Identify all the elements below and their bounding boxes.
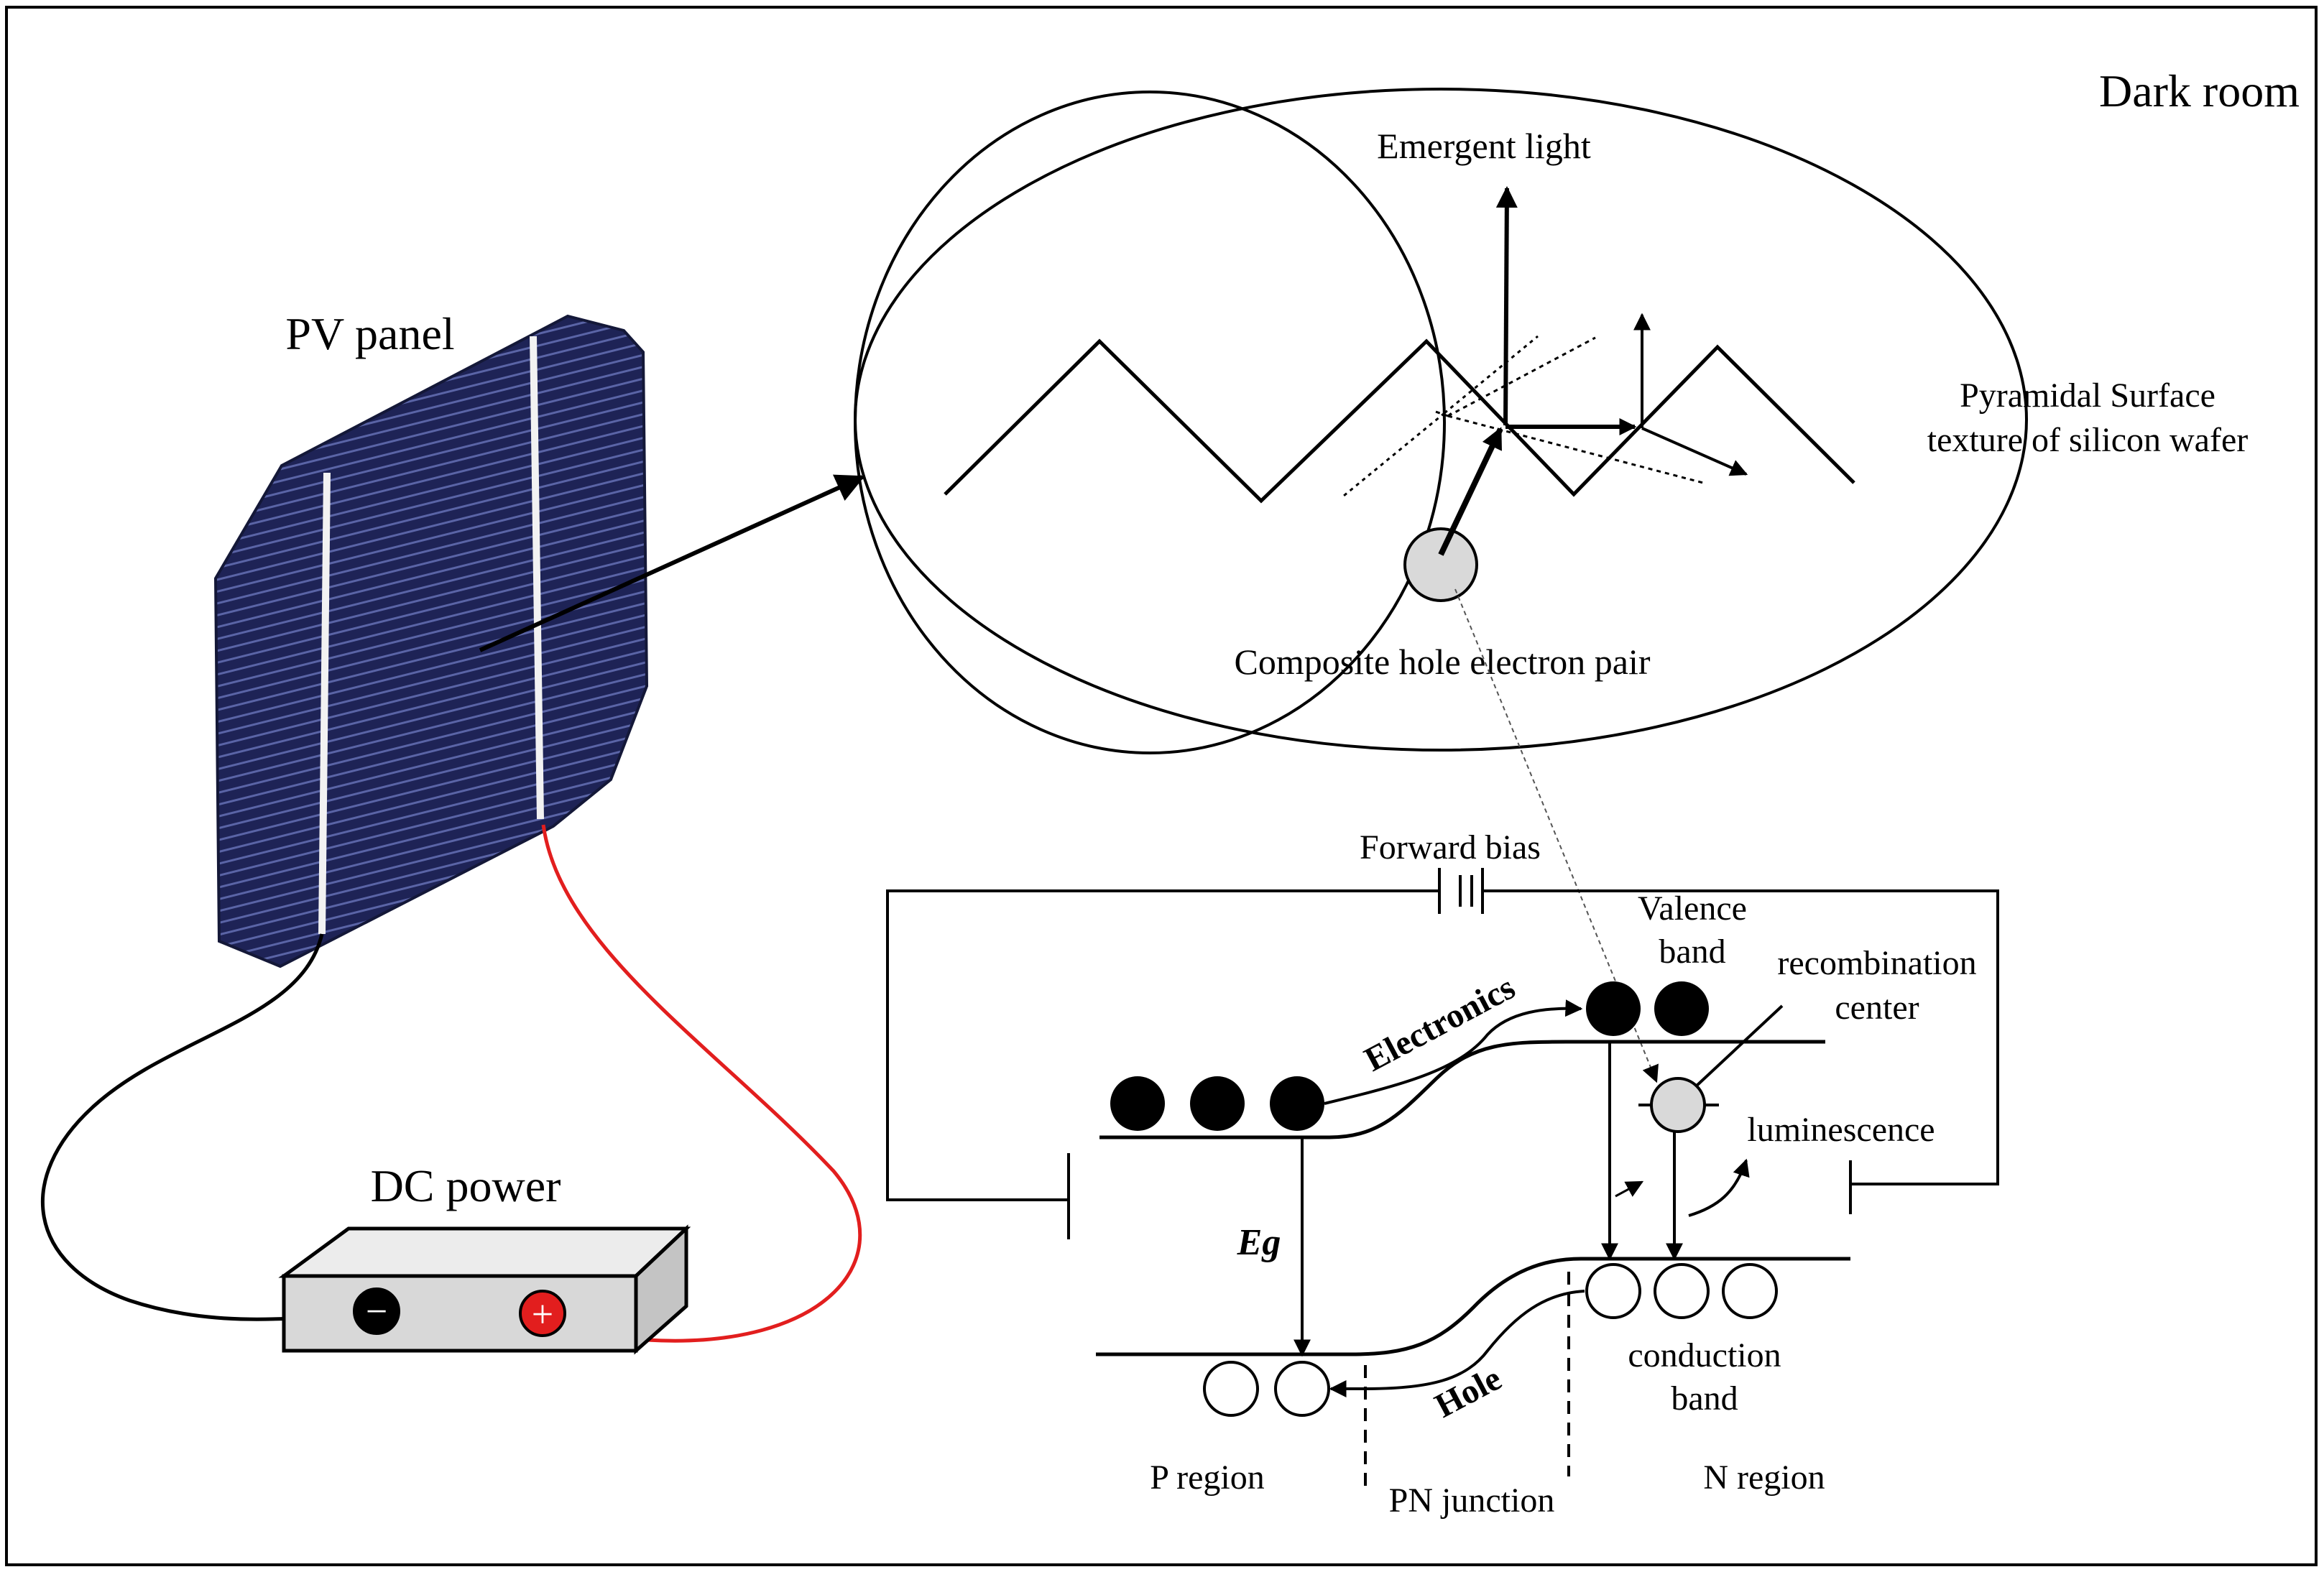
dark-room-label: Dark room bbox=[2099, 65, 2300, 116]
emergent-light-arrow bbox=[1495, 186, 1518, 426]
normal-dashed-3 bbox=[1343, 412, 1445, 497]
bias-wire-left bbox=[886, 889, 1439, 1201]
pyramidal-label-line1: Pyramidal Surface bbox=[1960, 376, 2215, 415]
positive-terminal bbox=[519, 1290, 566, 1337]
composite-pair-label: Composite hole electron pair bbox=[1234, 642, 1650, 682]
minus-sign: − bbox=[366, 1290, 387, 1333]
electron-n-1 bbox=[1586, 981, 1641, 1036]
luminescence-label: luminescence bbox=[1747, 1111, 1935, 1149]
hole-flow-arrow bbox=[1329, 1290, 1585, 1397]
pv-panel bbox=[213, 314, 649, 968]
dc-power-label: DC power bbox=[371, 1160, 561, 1211]
electron-flow-arrow bbox=[1324, 999, 1583, 1105]
negative-terminal bbox=[353, 1287, 400, 1335]
photon-emission-small bbox=[1615, 1180, 1644, 1198]
luminescence-arrow bbox=[1688, 1158, 1750, 1217]
zoom-arrow bbox=[479, 474, 865, 652]
electron-n-2 bbox=[1654, 981, 1709, 1036]
hole-n-1 bbox=[1585, 1263, 1641, 1319]
plus-sign: + bbox=[532, 1293, 553, 1336]
eg-label: Eg bbox=[1237, 1222, 1281, 1263]
photon-incident-arrow bbox=[1438, 427, 1503, 556]
forward-bias-label: Forward bias bbox=[1360, 828, 1541, 866]
electron-p-2 bbox=[1190, 1076, 1245, 1131]
dc-box-front bbox=[282, 1274, 638, 1353]
electronics-label: Electronics bbox=[1358, 968, 1521, 1079]
hole-n-2 bbox=[1654, 1263, 1710, 1319]
valence-label-line2: band bbox=[1659, 933, 1725, 971]
n-region-label: N region bbox=[1703, 1458, 1825, 1497]
valence-label-line1: Valence bbox=[1638, 889, 1747, 928]
bias-wire-right bbox=[1483, 889, 1999, 1185]
pyramidal-texture bbox=[944, 338, 1855, 504]
electron-p-3 bbox=[1270, 1076, 1324, 1131]
hole-n-3 bbox=[1722, 1263, 1778, 1319]
hole-p-2 bbox=[1274, 1361, 1330, 1417]
conduction-label-line2: band bbox=[1671, 1379, 1738, 1418]
recombination-label-line1: recombination bbox=[1777, 944, 1976, 982]
dc-box-top bbox=[278, 1226, 691, 1278]
pyramidal-label-line2: texture of silicon wafer bbox=[1927, 421, 2249, 459]
electron-p-1 bbox=[1110, 1076, 1165, 1131]
conduction-label-line1: conduction bbox=[1628, 1336, 1781, 1374]
recombination-label-line2: center bbox=[1835, 989, 1919, 1027]
recombination-pointer bbox=[1694, 1004, 1784, 1088]
wire-negative bbox=[40, 933, 377, 1321]
pv-panel-label: PV panel bbox=[285, 308, 454, 359]
hole-p-1 bbox=[1203, 1361, 1259, 1417]
second-refracted-arrow bbox=[1641, 427, 1748, 476]
normal-dashed-5 bbox=[1433, 410, 1449, 417]
pn-junction-label: PN junction bbox=[1389, 1481, 1555, 1520]
p-region-label: P region bbox=[1150, 1458, 1265, 1497]
emergent-light-label: Emergent light bbox=[1377, 126, 1591, 166]
composite-pair-particle bbox=[1403, 527, 1478, 602]
lower-band-line bbox=[1096, 1257, 1850, 1356]
normal-dashed-1 bbox=[1447, 336, 1596, 417]
busbar-left bbox=[318, 472, 331, 935]
outer-frame bbox=[5, 6, 2318, 1566]
upper-band-line bbox=[1099, 1040, 1825, 1139]
pv-panel-surface bbox=[213, 314, 649, 968]
magnified-view bbox=[854, 88, 2028, 752]
busbar-right bbox=[530, 336, 544, 820]
dc-power-supply: − + bbox=[278, 1224, 691, 1355]
